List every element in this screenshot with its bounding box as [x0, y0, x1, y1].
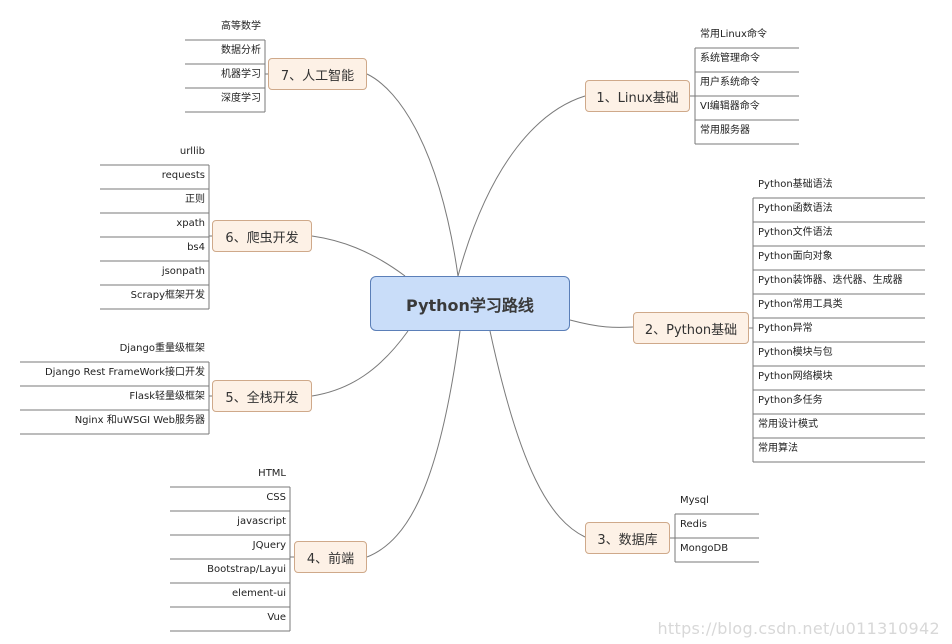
branch-crawler[interactable]: 6、爬虫开发 — [212, 220, 312, 252]
connector-b7 — [366, 73, 459, 277]
leaf-b2-7[interactable]: Python异常 — [758, 323, 813, 334]
connector-b1 — [457, 95, 586, 277]
leaf-b4-7[interactable]: Vue — [267, 612, 286, 623]
branch-python-basics[interactable]: 2、Python基础 — [633, 312, 749, 344]
connector-b6 — [311, 235, 406, 277]
connector-b3 — [489, 330, 586, 538]
central-topic[interactable]: Python学习路线 — [370, 276, 570, 331]
leaf-b1-2[interactable]: 系统管理命令 — [700, 53, 760, 64]
leaf-b2-1[interactable]: Python基础语法 — [758, 179, 833, 190]
leaf-b4-2[interactable]: CSS — [266, 492, 286, 503]
leaf-b7-2[interactable]: 数据分析 — [221, 45, 261, 56]
leaf-b5-3[interactable]: Flask轻量级框架 — [129, 391, 205, 402]
leaf-b4-5[interactable]: Bootstrap/Layui — [207, 564, 286, 575]
connector-b5 — [311, 330, 409, 397]
leaf-b2-6[interactable]: Python常用工具类 — [758, 299, 843, 310]
leaf-b6-4[interactable]: xpath — [176, 218, 205, 229]
leaf-b3-2[interactable]: Redis — [680, 519, 707, 530]
leaf-b6-7[interactable]: Scrapy框架开发 — [130, 290, 205, 301]
watermark-text: https://blog.csdn.net/u011310942 — [657, 619, 940, 638]
connector-b2 — [569, 319, 634, 328]
leaf-b2-11[interactable]: 常用设计模式 — [758, 419, 818, 430]
leaf-b4-1[interactable]: HTML — [258, 468, 286, 479]
branch-linux[interactable]: 1、Linux基础 — [585, 80, 690, 112]
leaf-b7-1[interactable]: 高等数学 — [221, 21, 261, 32]
leaf-b2-3[interactable]: Python文件语法 — [758, 227, 833, 238]
leaf-b3-3[interactable]: MongoDB — [680, 543, 729, 554]
leaf-b6-2[interactable]: requests — [161, 170, 205, 181]
leaf-b2-10[interactable]: Python多任务 — [758, 395, 823, 406]
leaf-b6-6[interactable]: jsonpath — [161, 266, 205, 277]
leaf-b7-3[interactable]: 机器学习 — [221, 69, 261, 80]
leaf-b2-4[interactable]: Python面向对象 — [758, 251, 833, 262]
leaf-b6-1[interactable]: urllib — [179, 146, 205, 157]
leaf-b5-4[interactable]: Nginx 和uWSGI Web服务器 — [74, 415, 205, 426]
leaf-b4-4[interactable]: JQuery — [252, 540, 286, 551]
leaf-b6-3[interactable]: 正则 — [185, 194, 205, 205]
leaf-b2-2[interactable]: Python函数语法 — [758, 203, 833, 214]
leaf-b5-2[interactable]: Django Rest FrameWork接口开发 — [44, 367, 205, 378]
leaf-b7-4[interactable]: 深度学习 — [221, 93, 261, 104]
leaf-b3-1[interactable]: Mysql — [680, 495, 709, 506]
branch-ai[interactable]: 7、人工智能 — [268, 58, 367, 90]
leaf-b1-1[interactable]: 常用Linux命令 — [700, 29, 767, 40]
branch-database[interactable]: 3、数据库 — [585, 522, 670, 554]
leaf-b2-8[interactable]: Python模块与包 — [758, 347, 833, 358]
leaf-b4-6[interactable]: element-ui — [232, 588, 286, 599]
leaf-b2-5[interactable]: Python装饰器、迭代器、生成器 — [758, 275, 903, 286]
branch-frontend[interactable]: 4、前端 — [294, 541, 367, 573]
connector-b4 — [366, 330, 461, 558]
leaf-b6-5[interactable]: bs4 — [187, 242, 205, 253]
leaf-b1-5[interactable]: 常用服务器 — [700, 125, 750, 136]
leaf-b1-3[interactable]: 用户系统命令 — [700, 77, 760, 88]
branch-fullstack[interactable]: 5、全栈开发 — [212, 380, 312, 412]
leaf-b4-3[interactable]: javascript — [237, 516, 286, 527]
leaf-b2-12[interactable]: 常用算法 — [758, 443, 798, 454]
leaf-b5-1[interactable]: Django重量级框架 — [119, 343, 205, 354]
leaf-b1-4[interactable]: VI编辑器命令 — [700, 101, 760, 112]
leaf-b2-9[interactable]: Python网络模块 — [758, 371, 833, 382]
